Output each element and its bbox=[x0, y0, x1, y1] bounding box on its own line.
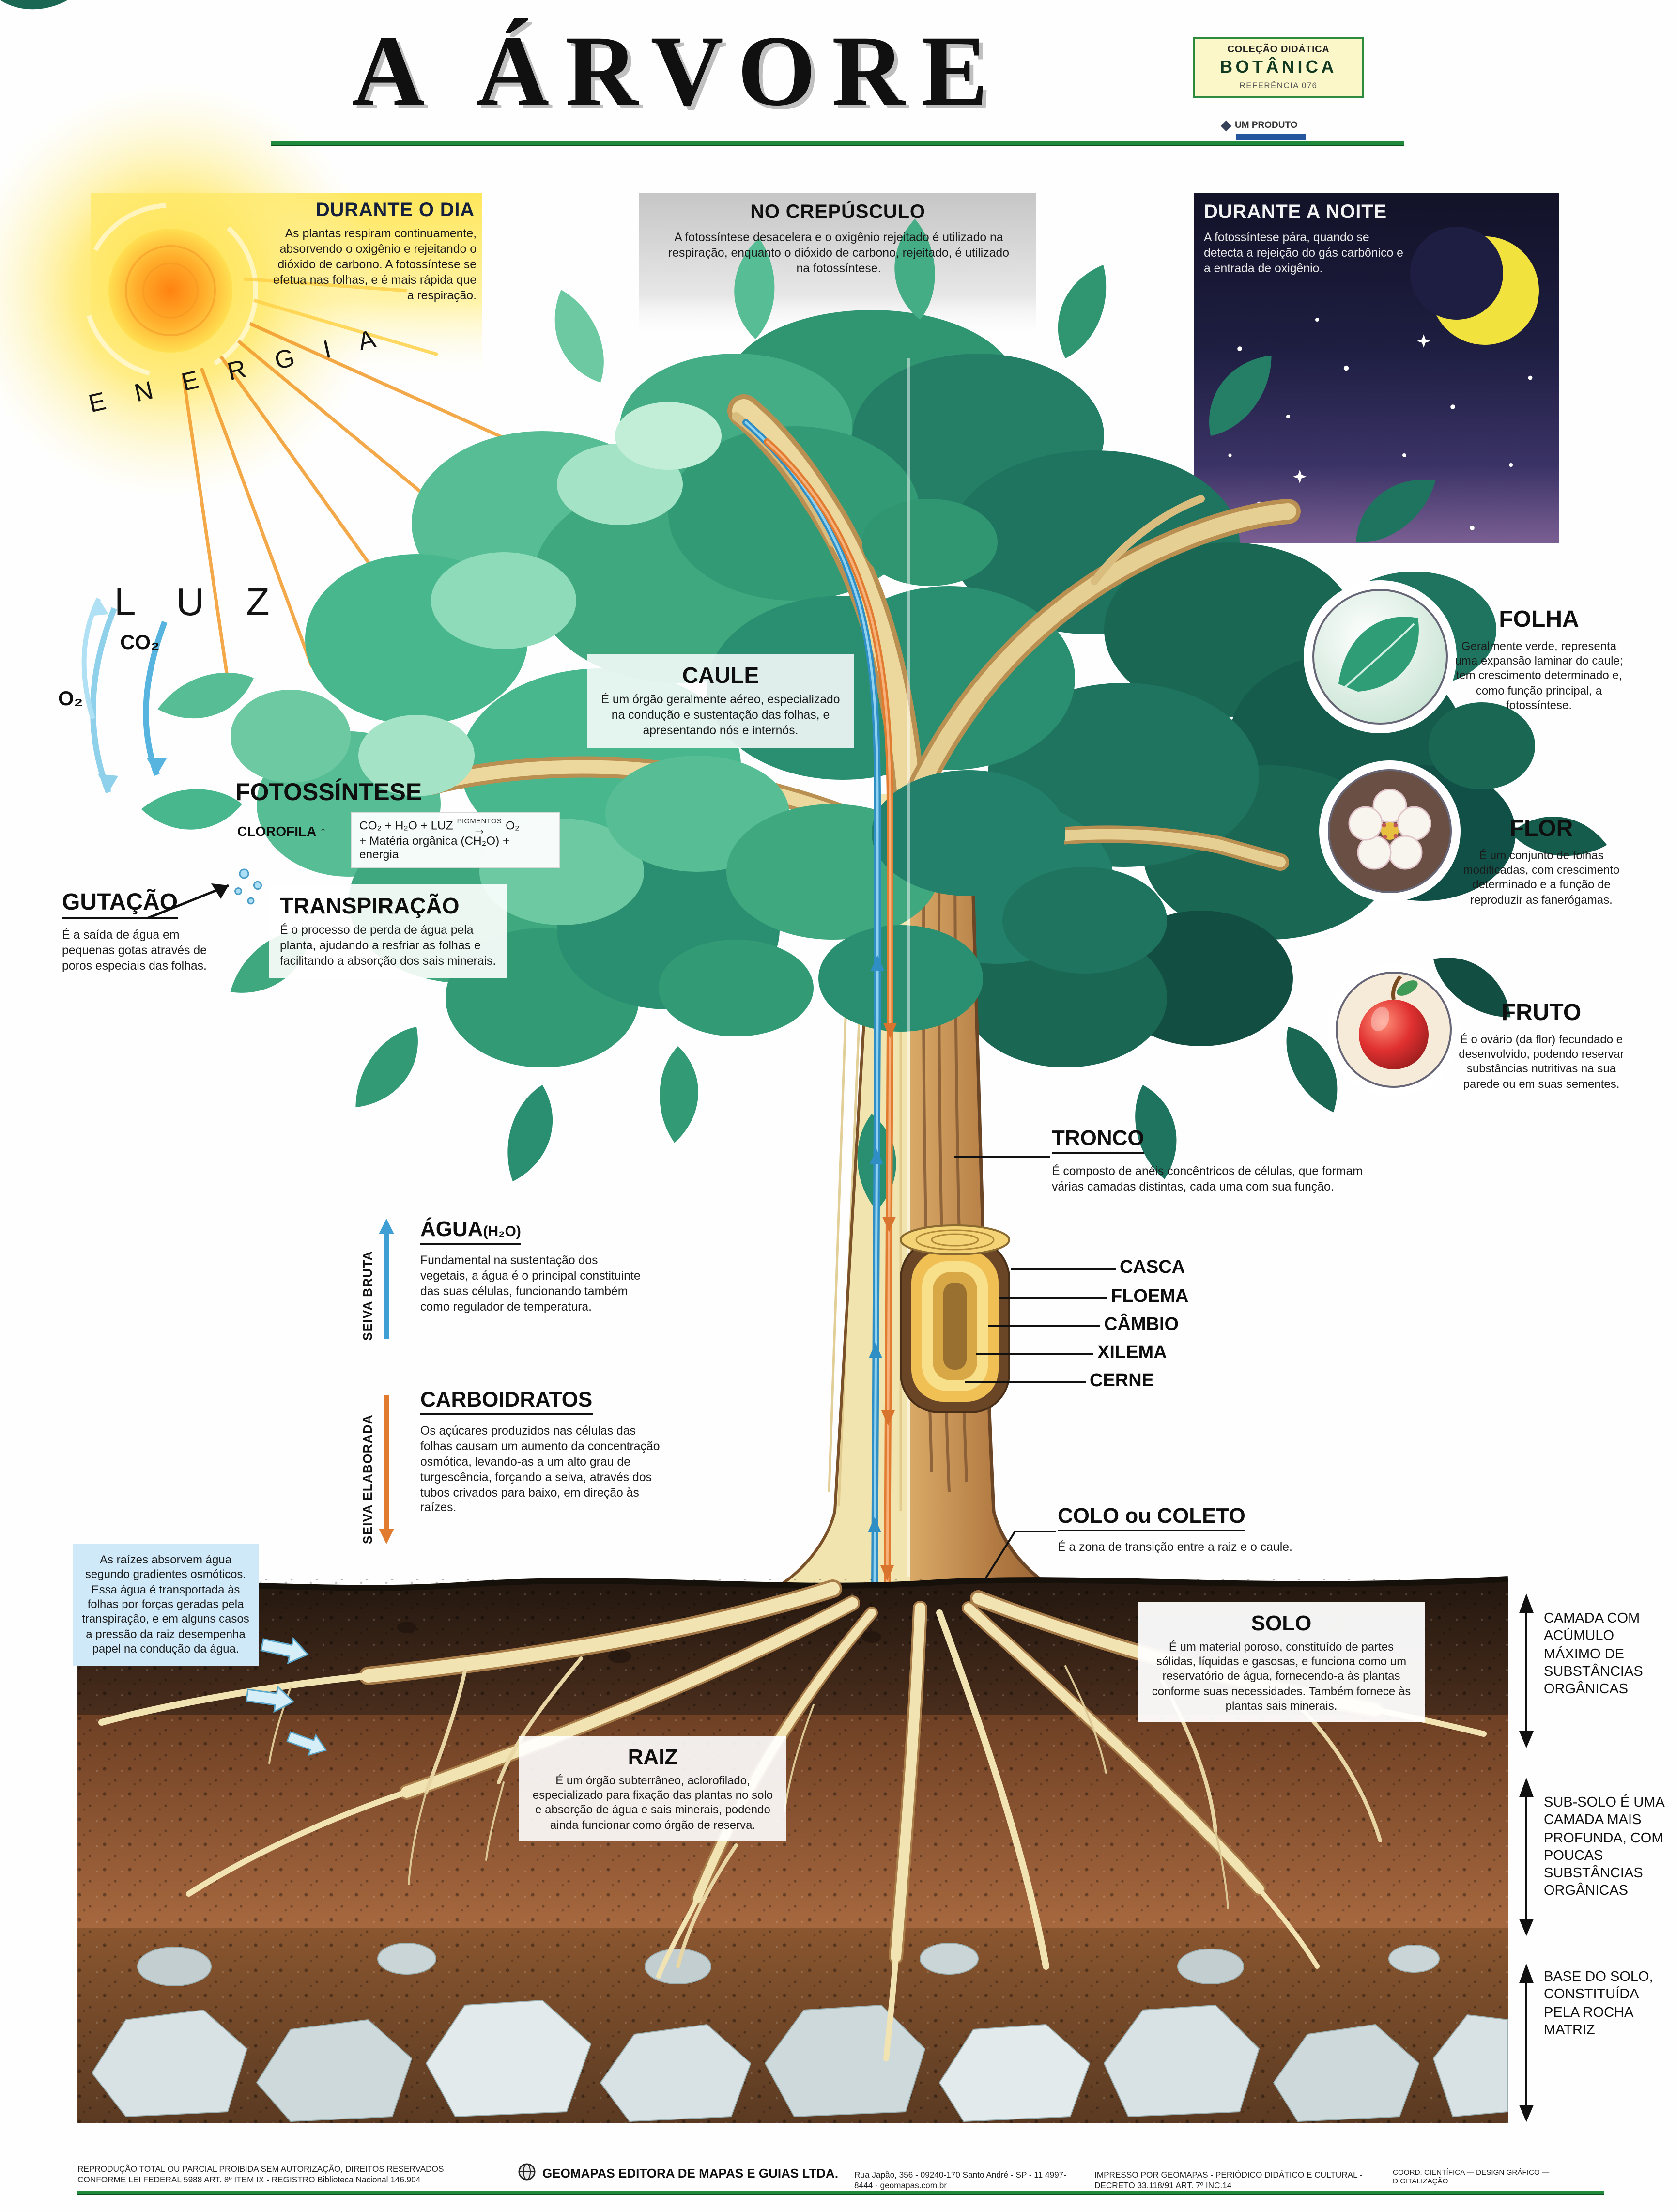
page-title: A ÁRVORE bbox=[352, 15, 1004, 127]
day-title: DURANTE O DIA bbox=[315, 200, 475, 221]
agua-title: ÁGUA(H₂O) bbox=[420, 1217, 521, 1245]
collection-badge: COLEÇÃO DIDÁTICA BOTÂNICA REFERÊNCIA 076 bbox=[1193, 37, 1364, 98]
gutacao-title: GUTAÇÃO bbox=[62, 889, 178, 919]
seiva-elaborada-arrow-icon bbox=[379, 1395, 394, 1544]
publisher-globe-icon bbox=[518, 2163, 536, 2181]
tronco-title: TRONCO bbox=[1052, 1126, 1144, 1154]
seiva-bruta-widget: SEIVA BRUTA bbox=[360, 1219, 394, 1341]
footer-rule bbox=[77, 2191, 1604, 2195]
flor-circle bbox=[1319, 760, 1461, 902]
floema-label: FLOEMA bbox=[1111, 1286, 1189, 1307]
raiz-card: RAIZ É um órgão subterrâneo, aclorofilad… bbox=[519, 1736, 786, 1841]
flor-body: É um conjunto de folhas modificadas, com… bbox=[1463, 849, 1620, 907]
carboidratos-title: CARBOIDRATOS bbox=[420, 1387, 593, 1415]
seiva-bruta-arrow-icon bbox=[379, 1219, 394, 1339]
soil-layer-label-1: CAMADA COM ACÚMULO MÁXIMO DE SUBSTÂNCIAS… bbox=[1544, 1611, 1643, 1698]
night-body: A fotossíntese pára, quando se detecta a… bbox=[1204, 231, 1403, 275]
formula-right: O₂ bbox=[506, 819, 520, 833]
seiva-elaborada-widget: SEIVA ELABORADA bbox=[360, 1393, 394, 1544]
sun-icon bbox=[83, 203, 258, 378]
product-label: UM PRODUTO bbox=[1235, 120, 1298, 131]
formula-catalyst: PIGMENTOS bbox=[457, 817, 502, 825]
caule-title: CAULE bbox=[682, 663, 759, 688]
gas-exchange-arrows bbox=[81, 597, 168, 794]
fruto-title: FRUTO bbox=[1501, 1000, 1582, 1026]
folha-body: Geralmente verde, representa uma expansã… bbox=[1455, 639, 1623, 712]
gutacao-body: É a saída de água em pequenas gotas atra… bbox=[62, 928, 207, 973]
fruto-circle bbox=[1327, 963, 1461, 1097]
seiva-elaborada-label: SEIVA ELABORADA bbox=[360, 1414, 375, 1544]
leaf-icon bbox=[1338, 617, 1419, 692]
transpiracao-title: TRANSPIRAÇÃO bbox=[280, 893, 460, 918]
night-panel bbox=[1194, 193, 1559, 543]
cerne-label: CERNE bbox=[1090, 1371, 1154, 1391]
flower-icon bbox=[1348, 789, 1431, 870]
footer-credits: COORD. CIENTÍFICA — DESIGN GRÁFICO — DIG… bbox=[1393, 2168, 1550, 2186]
raizes-nota: As raízes absorvem água segundo gradient… bbox=[73, 1544, 259, 1666]
formula-left: CO₂ + H₂O + LUZ bbox=[359, 819, 453, 833]
clorofila-label: CLOROFILA ↑ bbox=[237, 823, 327, 839]
agua-body: Fundamental na sustentação dos vegetais,… bbox=[420, 1253, 641, 1314]
raiz-title: RAIZ bbox=[628, 1745, 678, 1769]
publisher-bar bbox=[1236, 134, 1306, 140]
soil-layer-label-3: BASE DO SOLO, CONSTITUÍDA PELA ROCHA MAT… bbox=[1544, 1969, 1653, 2038]
solo-body: É um material poroso, constituído de par… bbox=[1152, 1640, 1411, 1713]
cambio-label: CÂMBIO bbox=[1104, 1315, 1179, 1335]
colo-title: COLO ou COLETO bbox=[1058, 1503, 1245, 1531]
photosynthesis-formula: CO₂ + H₂O + LUZ PIGMENTOS→ O₂ + Matéria or… bbox=[351, 812, 560, 868]
formula-line2: + Matéria orgânica (CH₂O) + energia bbox=[359, 834, 510, 862]
casca-label: CASCA bbox=[1120, 1257, 1185, 1278]
o2-label: O₂ bbox=[58, 688, 83, 710]
product-mark: UM PRODUTO bbox=[1220, 120, 1306, 140]
badge-collection: COLEÇÃO DIDÁTICA bbox=[1227, 45, 1330, 55]
soil-layer-label-2: SUB-SOLO É UMA CAMADA MAIS PROFUNDA, COM… bbox=[1544, 1795, 1664, 1899]
night-title: DURANTE A NOITE bbox=[1204, 201, 1387, 223]
carboidratos-body: Os açúcares produzidos nas células das f… bbox=[420, 1424, 660, 1515]
footer-legal: REPRODUÇÃO TOTAL OU PARCIAL PROIBIDA SEM… bbox=[77, 2164, 444, 2184]
agua-formula: (H₂O) bbox=[483, 1223, 521, 1240]
fruto-body: É o ovário (da flor) fecundado e desenvo… bbox=[1459, 1033, 1624, 1091]
co2-label: CO₂ bbox=[120, 632, 160, 654]
solo-card: SOLO É um material poroso, constituído d… bbox=[1138, 1602, 1425, 1723]
raiz-body: É um órgão subterrâneo, aclorofilado, es… bbox=[532, 1774, 773, 1832]
label-connectors bbox=[954, 1156, 1116, 1582]
soil bbox=[76, 1576, 1508, 2123]
solo-title: SOLO bbox=[1251, 1611, 1312, 1635]
colo-body: É a zona de transição entre a raiz e o c… bbox=[1058, 1540, 1292, 1554]
folha-title: FOLHA bbox=[1499, 606, 1579, 633]
footer-impresso: IMPRESSO POR GEOMAPAS - PERIÓDICO DIDÁTI… bbox=[1094, 2170, 1363, 2190]
title-rule bbox=[271, 141, 1404, 146]
flor-title: FLOR bbox=[1509, 816, 1573, 842]
formula-arrow-icon: → bbox=[472, 821, 486, 837]
publisher-logo-icon bbox=[1220, 120, 1232, 131]
dusk-body: A fotossíntese desacelera e o oxigênio r… bbox=[668, 231, 1009, 275]
badge-subject: BOTÂNICA bbox=[1220, 57, 1337, 77]
tronco-body: É composto de anéis concêntricos de célu… bbox=[1052, 1164, 1363, 1193]
day-body: As plantas respiram continuamente, absor… bbox=[273, 227, 477, 302]
transpiracao-body: É o processo de perda de água pela plant… bbox=[280, 923, 496, 968]
folha-circle bbox=[1304, 580, 1457, 733]
guttation-droplets bbox=[147, 868, 262, 920]
caule-body: É um órgão geralmente aéreo, especializa… bbox=[601, 693, 840, 737]
seiva-bruta-arrows bbox=[868, 955, 884, 1532]
fotossintese-title: FOTOSSÍNTESE bbox=[235, 779, 422, 806]
soil-layer-brackets bbox=[1519, 1593, 1534, 2122]
caule-card: CAULE É um órgão geralmente aéreo, espec… bbox=[587, 654, 854, 748]
seiva-bruta-label: SEIVA BRUTA bbox=[360, 1251, 375, 1341]
rocks bbox=[91, 1943, 1508, 2122]
apple-icon bbox=[1359, 975, 1429, 1069]
transpiracao-card: TRANSPIRAÇÃO É o processo de perda de ág… bbox=[269, 884, 507, 978]
dusk-title: NO CREPÚSCULO bbox=[750, 201, 925, 223]
moon-icon bbox=[1410, 227, 1539, 345]
trunk-cross-section bbox=[900, 1224, 1010, 1413]
footer-address: Rua Japão, 356 - 09240-170 Santo André -… bbox=[854, 2170, 1066, 2190]
seiva-elaborada-arrows bbox=[880, 1023, 897, 1581]
xilema-label: XILEMA bbox=[1097, 1343, 1167, 1363]
luz-label: L U Z bbox=[114, 581, 285, 624]
badge-reference: REFERÊNCIA 076 bbox=[1239, 80, 1318, 90]
canopy-front bbox=[0, 0, 1611, 1212]
footer-company: GEOMAPAS EDITORA DE MAPAS E GUIAS LTDA. bbox=[542, 2166, 839, 2181]
